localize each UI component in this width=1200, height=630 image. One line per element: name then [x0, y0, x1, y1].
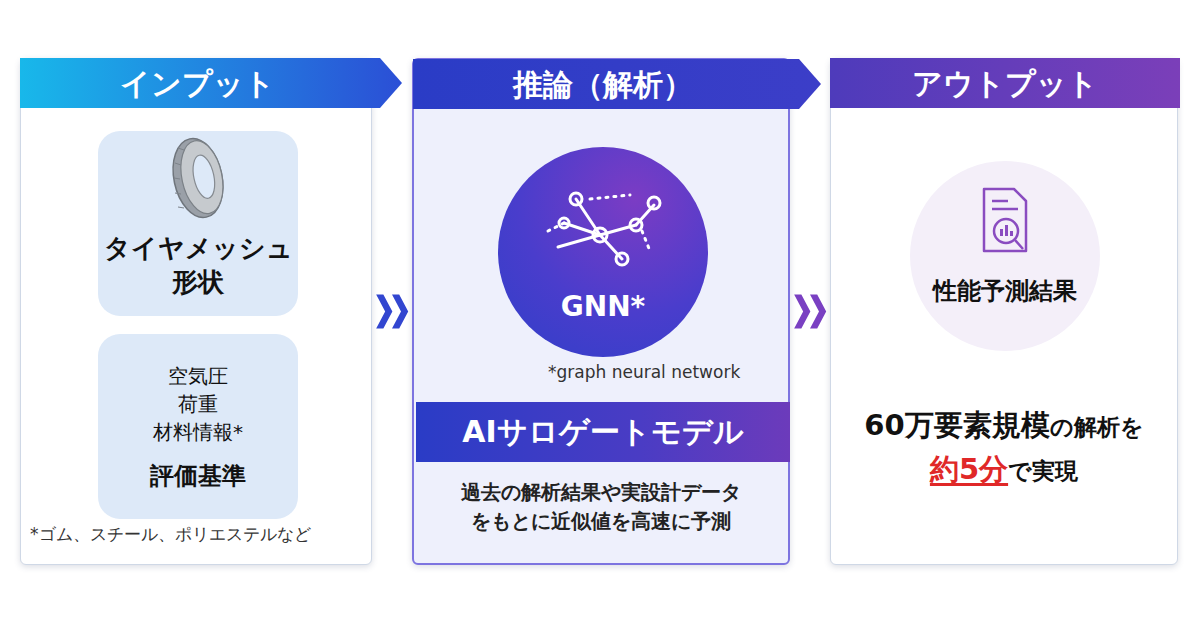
panel-node: インプットタイヤメッシュ 形状空気圧 荷重 材料情報* 評価基準 [20, 58, 372, 565]
gnn-node: GNN* [498, 147, 708, 357]
header-band: 推論（解析） [414, 60, 792, 110]
band-title: AIサロゲートモデル [462, 412, 743, 453]
band-node: AIサロゲートモデル [416, 402, 790, 462]
description: 過去の解析結果や実設計データ をもとに近似値を高速に予測 [420, 478, 782, 536]
header-shape [20, 58, 402, 108]
tire-node: タイヤメッシュ 形状 [98, 131, 298, 316]
footnote: *ゴム、スチール、ポリエステルなど [30, 522, 364, 547]
header-shape [413, 59, 821, 109]
header-shape [830, 58, 1180, 108]
network-icon [498, 147, 708, 277]
result-line: 60万要素規模の解析を [834, 406, 1174, 446]
result-text: の解析を [1050, 412, 1144, 443]
circle-label: 性能予測結果 [933, 275, 1077, 307]
report-icon [910, 161, 1100, 271]
result-figure: 約5分 [930, 450, 1008, 490]
result-node: 性能予測結果 [910, 161, 1100, 351]
panel-heading: 推論（解析） [513, 65, 693, 106]
result-text: で実現 [1008, 456, 1078, 487]
header-band: アウトプット [831, 59, 1179, 109]
panel-node: アウトプット性能予測結果 [830, 58, 1178, 565]
box-text: タイヤメッシュ 形状 [103, 232, 293, 300]
chevron-arrow [794, 295, 826, 329]
chevron-head [794, 295, 810, 329]
result-figure: 60万要素規模 [864, 406, 1049, 446]
panel-heading: アウトプット [912, 64, 1098, 105]
result-line: 約5分で実現 [834, 450, 1174, 490]
chevron-head [392, 295, 408, 329]
footnote: *graph neural network [548, 360, 784, 385]
condition-list: 空気圧 荷重 材料情報* [146, 362, 250, 446]
panel-heading: インプット [120, 64, 275, 105]
tire-illustration [98, 131, 298, 226]
cond-node: 空気圧 荷重 材料情報* 評価基準 [98, 334, 298, 519]
header-band: インプット [21, 59, 373, 109]
chevron-head [810, 295, 826, 329]
wrap: 過去の解析結果や実設計データ をもとに近似値を高速に予測 [451, 478, 751, 536]
criteria-text: 評価基準 [150, 460, 246, 492]
chevron-arrow [376, 295, 408, 329]
chevron-head [376, 295, 392, 329]
circle-label: GNN* [561, 290, 646, 323]
